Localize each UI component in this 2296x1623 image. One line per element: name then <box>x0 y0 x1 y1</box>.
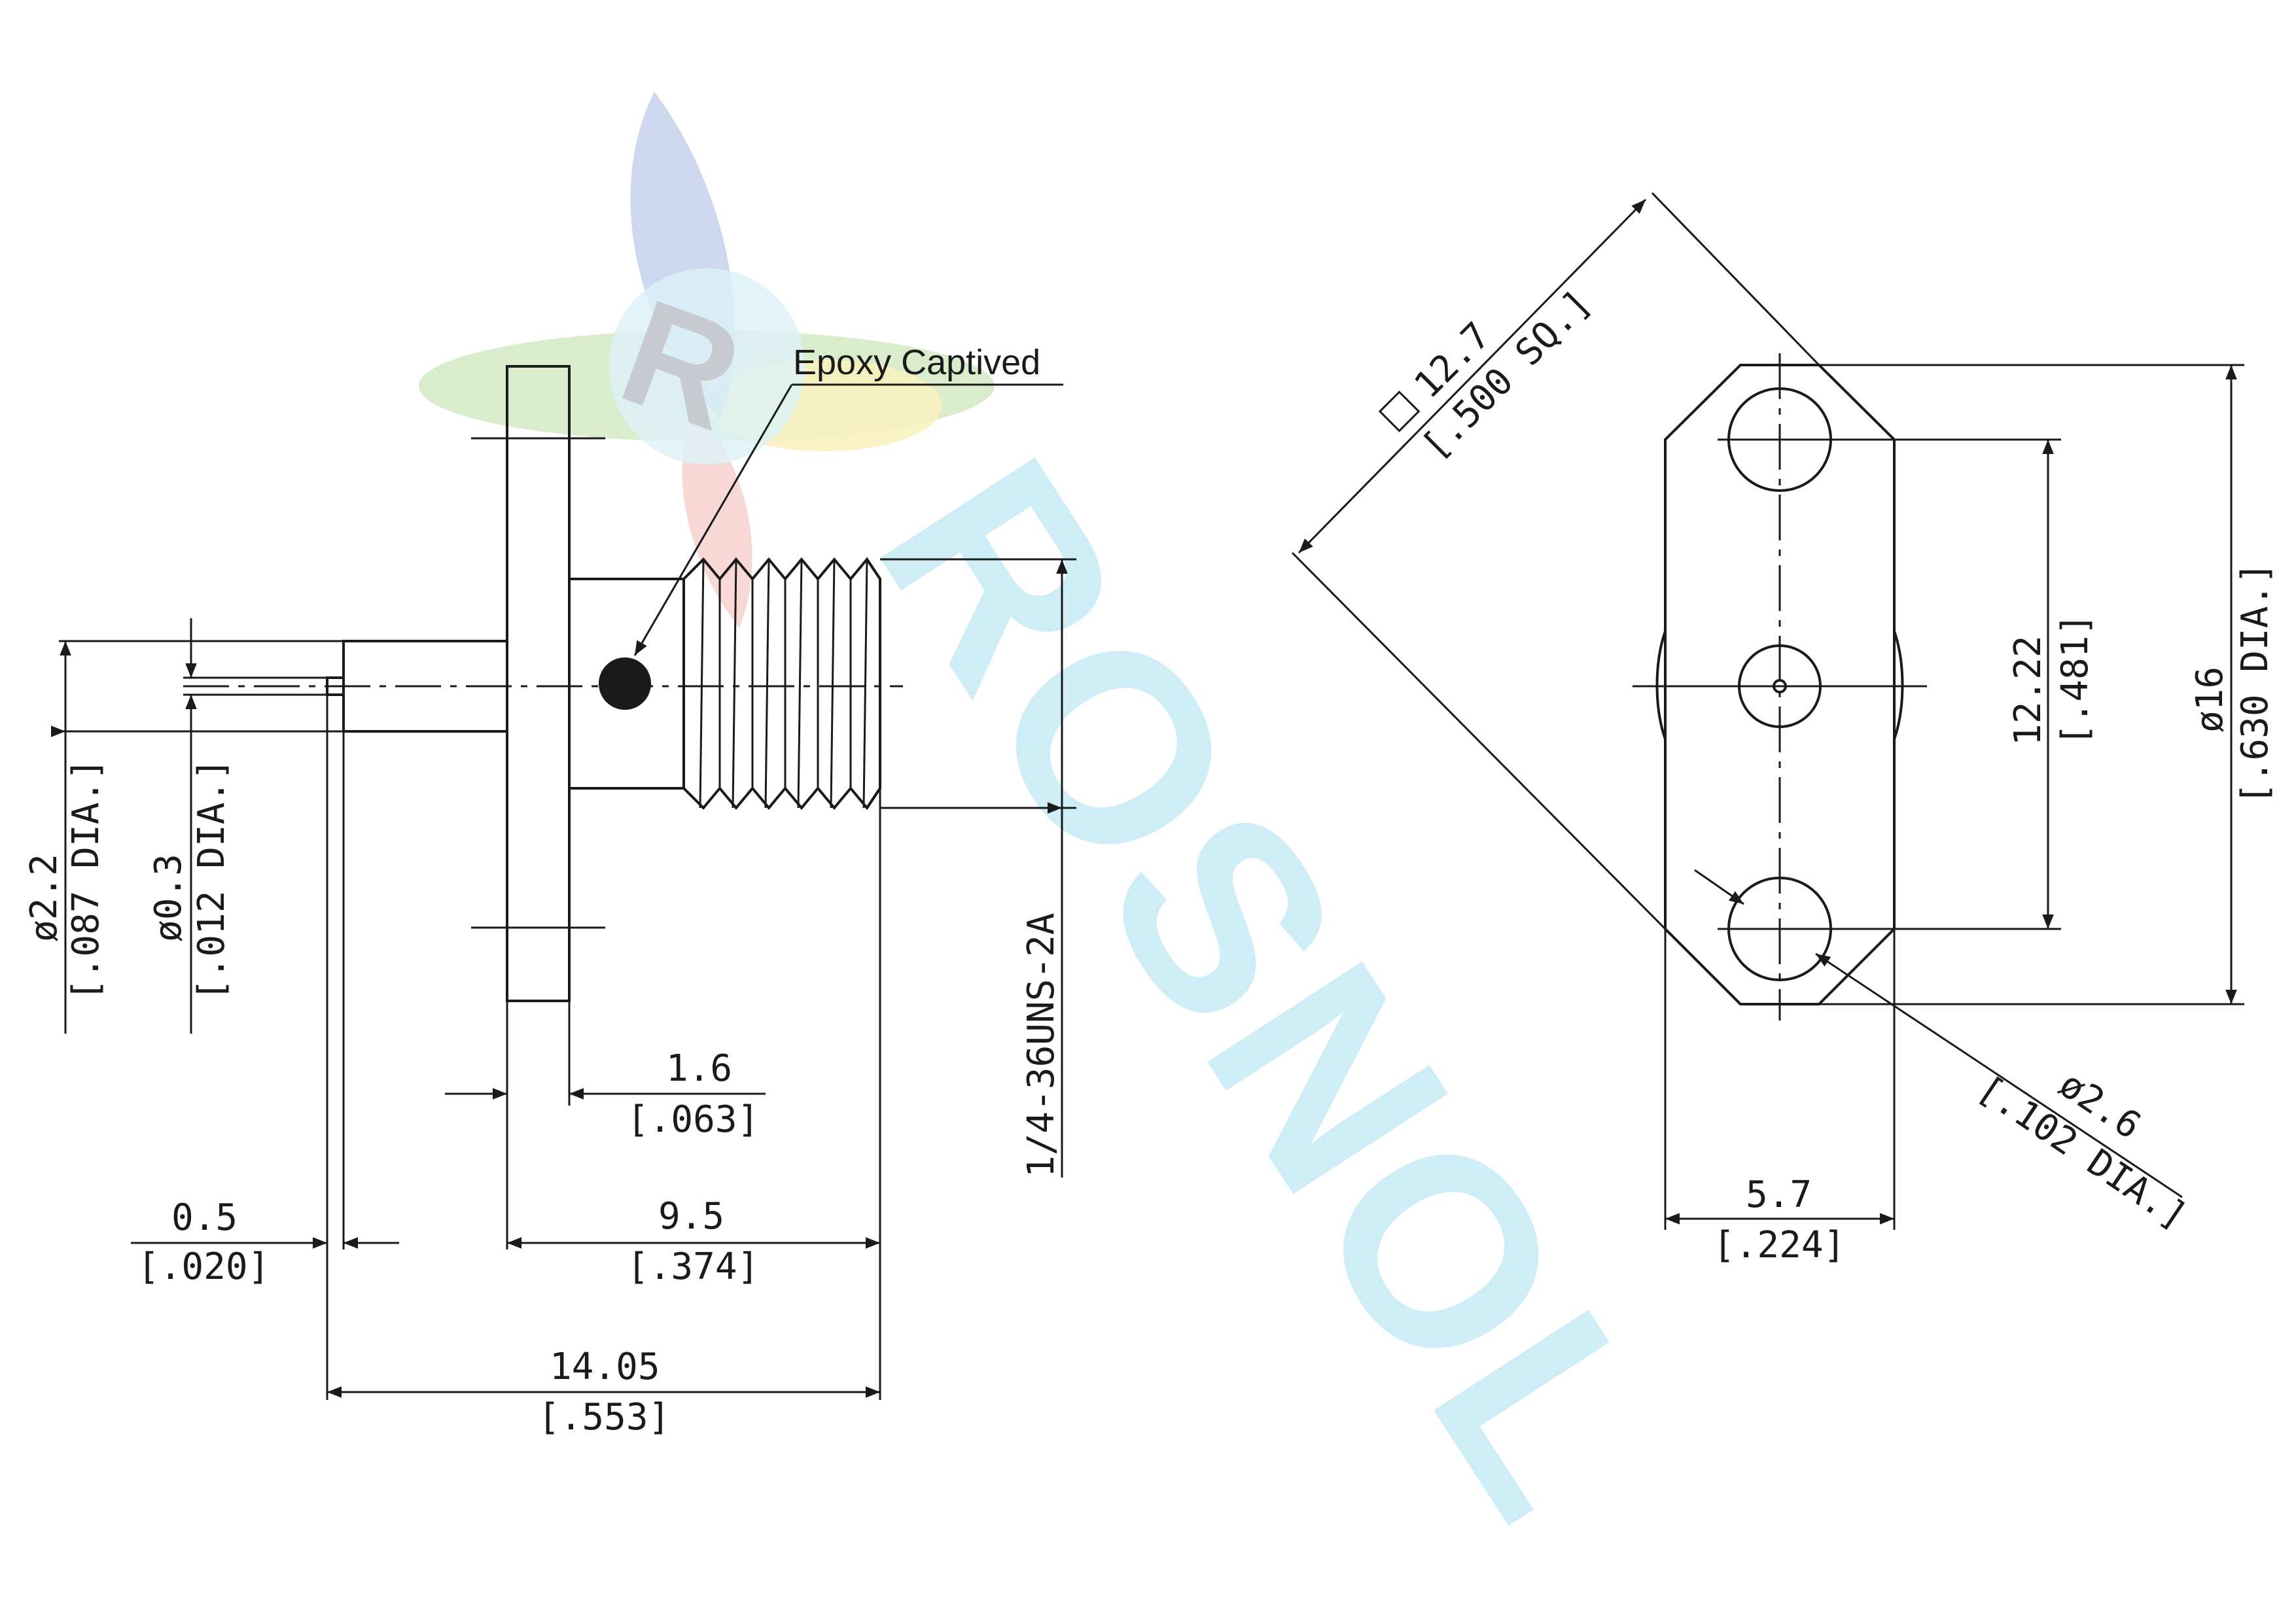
thread-spec-label: 1/4-36UNS-2A <box>1020 913 1063 1178</box>
body-outline <box>569 578 684 790</box>
dim-630-dia-label: [.630 DIA.] <box>2234 562 2276 805</box>
dim-224-label: [.224] <box>1713 1224 1845 1266</box>
dim-12-22-label: 12.22 <box>2007 635 2049 746</box>
dim-553-label: [.553] <box>538 1396 670 1439</box>
dim-14-05-label: 14.05 <box>550 1346 660 1388</box>
dim-9-5-label: 9.5 <box>658 1195 724 1238</box>
rosnol-logo-watermark: R <box>419 92 995 628</box>
square-symbol <box>1378 391 1421 432</box>
flange-outline <box>506 365 571 1002</box>
dia-012-label: [.012 DIA.] <box>190 758 233 1001</box>
dim-063-label: [.063] <box>627 1098 759 1141</box>
dim-481-label: [.481] <box>2054 614 2096 746</box>
rosnol-watermark-text: ROSNOL <box>822 411 1720 1569</box>
dia-0-3-label: ø0.3 <box>147 854 190 942</box>
dim-0-5-label: 0.5 <box>171 1196 238 1239</box>
thread-section <box>682 557 881 811</box>
dim-020-label: [.020] <box>137 1246 270 1288</box>
side-view: Epoxy Captived ø2.2 [.087 DIA.] ø0.3 [.0… <box>23 343 1076 1439</box>
epoxy-dot <box>599 657 651 710</box>
dim-374-label: [.374] <box>627 1246 759 1288</box>
dim-5-7-label: 5.7 <box>1746 1174 1812 1216</box>
dia-2-2-label: ø2.2 <box>23 854 65 942</box>
dim-1-6-label: 1.6 <box>666 1047 732 1090</box>
dim-16-label: ø16 <box>2189 667 2231 733</box>
epoxy-captived-label: Epoxy Captived <box>793 343 1040 382</box>
dia-087-label: [.087 DIA.] <box>65 758 107 1001</box>
